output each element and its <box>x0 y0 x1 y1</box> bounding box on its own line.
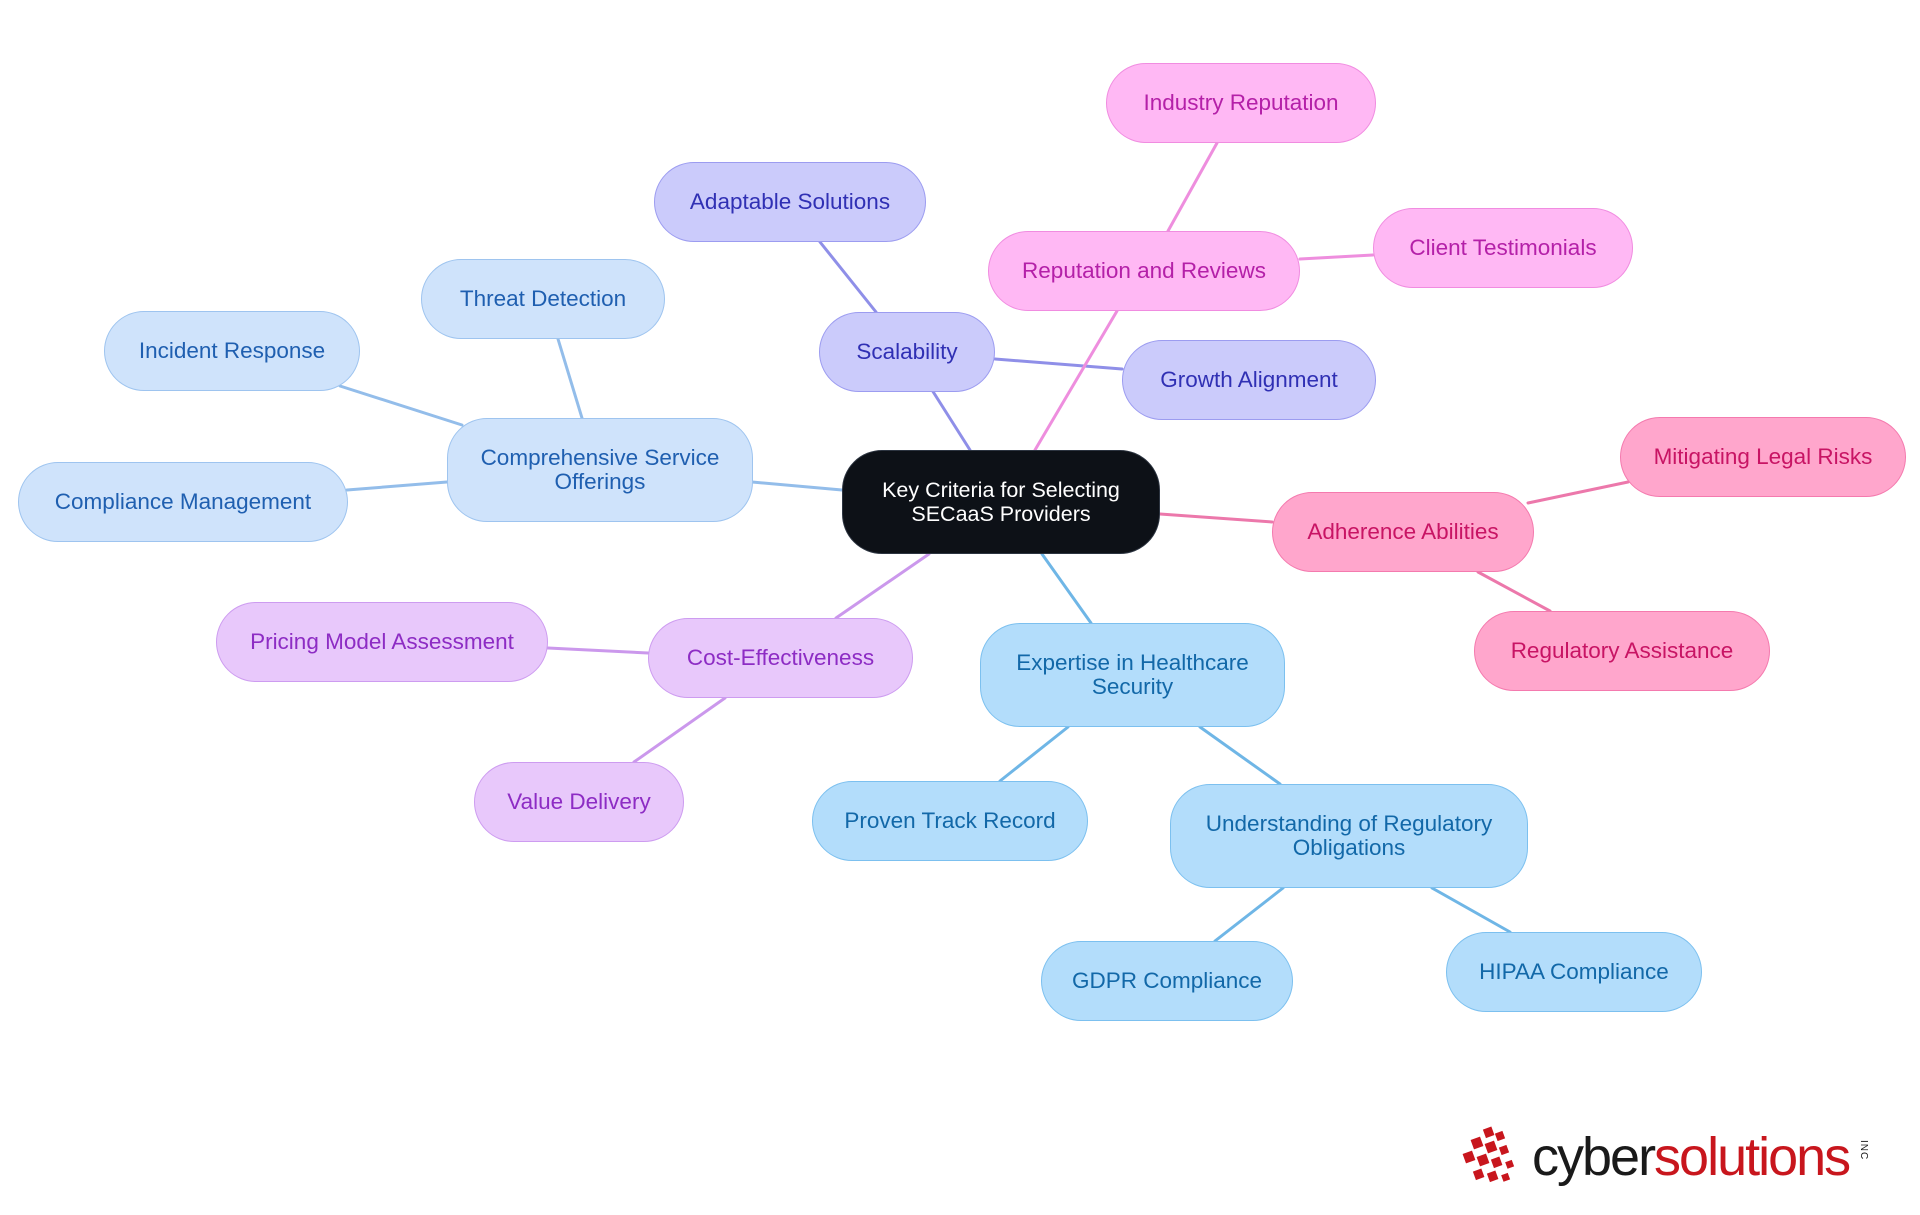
node-industry[interactable]: Industry Reputation <box>1106 63 1376 143</box>
logo-mark-icon <box>1462 1126 1515 1183</box>
node-hipaa[interactable]: HIPAA Compliance <box>1446 932 1702 1012</box>
edge-cost <box>834 552 931 620</box>
edge-service <box>750 480 844 492</box>
cybersolutions-logo: cybersolutions INC <box>1462 1124 1882 1190</box>
node-root[interactable]: Key Criteria for Selecting SECaaS Provid… <box>842 450 1160 554</box>
edge-scal <box>930 388 972 452</box>
edge-compliance <box>345 480 449 492</box>
logo-wordmark: cybersolutions <box>1532 1124 1851 1190</box>
edge-incident <box>338 384 464 427</box>
node-adaptable[interactable]: Adaptable Solutions <box>654 162 926 242</box>
edge-gdpr <box>1213 886 1285 943</box>
logo-inc: INC <box>1858 1140 1869 1161</box>
edge-adh <box>1158 512 1274 524</box>
node-understand[interactable]: Understanding of Regulatory Obligations <box>1170 784 1528 888</box>
edge-understand <box>1198 725 1282 786</box>
edge-threat <box>556 337 584 420</box>
node-adh[interactable]: Adherence Abilities <box>1272 492 1534 572</box>
edge-regassist <box>1476 570 1552 613</box>
edge-track <box>998 725 1070 783</box>
edge-pricing <box>546 646 650 655</box>
edge-adaptable <box>818 240 878 314</box>
edge-testimonials <box>1298 253 1375 261</box>
node-compliance[interactable]: Compliance Management <box>18 462 348 542</box>
node-growth[interactable]: Growth Alignment <box>1122 340 1376 420</box>
node-exp[interactable]: Expertise in Healthcare Security <box>980 623 1285 727</box>
node-threat[interactable]: Threat Detection <box>421 259 665 339</box>
logo-word-solutions: solutions <box>1654 1127 1851 1187</box>
edge-industry <box>1166 141 1219 233</box>
node-legal[interactable]: Mitigating Legal Risks <box>1620 417 1906 497</box>
node-incident[interactable]: Incident Response <box>104 311 360 391</box>
node-testimonials[interactable]: Client Testimonials <box>1373 208 1633 288</box>
node-pricing[interactable]: Pricing Model Assessment <box>216 602 548 682</box>
node-rep[interactable]: Reputation and Reviews <box>988 231 1300 311</box>
node-gdpr[interactable]: GDPR Compliance <box>1041 941 1293 1021</box>
node-value[interactable]: Value Delivery <box>474 762 684 842</box>
node-track[interactable]: Proven Track Record <box>812 781 1088 861</box>
logo-word-cyber: cyber <box>1532 1127 1656 1187</box>
node-scal[interactable]: Scalability <box>819 312 995 392</box>
edge-growth <box>993 357 1124 371</box>
edge-rep <box>1033 309 1119 452</box>
node-regassist[interactable]: Regulatory Assistance <box>1474 611 1770 691</box>
node-service[interactable]: Comprehensive Service Offerings <box>447 418 753 522</box>
edge-legal <box>1526 480 1630 505</box>
edge-exp <box>1040 552 1093 625</box>
node-cost[interactable]: Cost-Effectiveness <box>648 618 913 698</box>
edge-hipaa <box>1430 886 1512 934</box>
edge-value <box>632 696 727 764</box>
